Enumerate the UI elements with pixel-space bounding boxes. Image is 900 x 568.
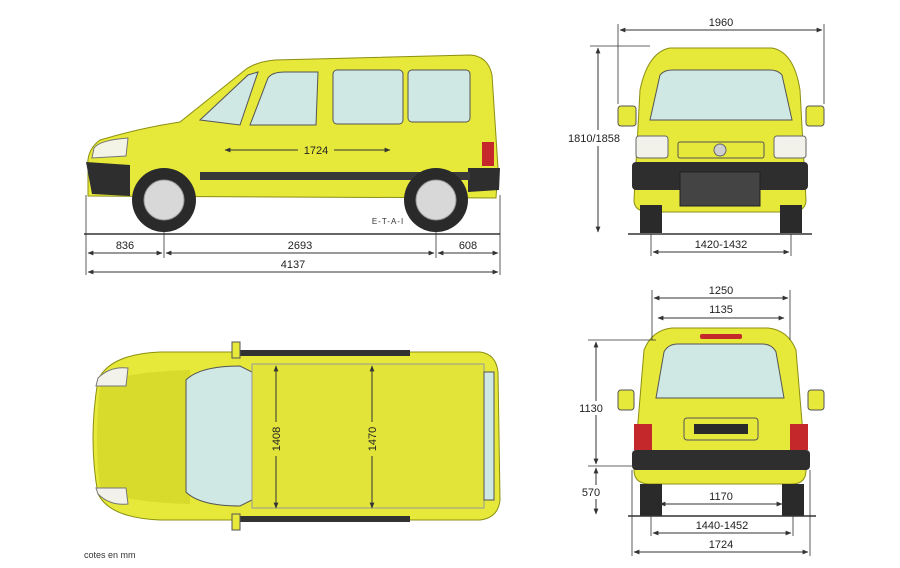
rear-body-width: 1724 <box>709 539 733 551</box>
front-tire-left <box>640 205 662 233</box>
rear-plate <box>694 424 748 434</box>
side-view: 1724 E-T-A-I 836 2693 608 4137 <box>84 54 501 275</box>
side-rear-window <box>407 69 471 123</box>
etai-mark: E-T-A-I <box>372 217 404 226</box>
top-rear-window <box>483 371 495 501</box>
rear-tire-right <box>782 484 804 516</box>
front-view: 1960 1810/1858 1420-1432 <box>560 17 825 256</box>
front-lion-badge <box>713 143 727 157</box>
rear-mirror-left <box>617 389 635 411</box>
top-width-rear: 1470 <box>367 427 379 451</box>
front-track: 1420-1432 <box>695 239 748 251</box>
rear-opening-height-bg <box>572 401 612 415</box>
top-headlight-bottom <box>95 487 129 505</box>
side-front-overhang: 836 <box>116 240 134 252</box>
rear-top-width: 1250 <box>709 285 733 297</box>
front-height: 1810/1858 <box>568 133 620 145</box>
rear-tire-left <box>640 484 662 516</box>
top-mirror-top <box>231 341 241 359</box>
rear-track: 1440-1452 <box>696 520 749 532</box>
side-interior-length: 1724 <box>304 145 328 157</box>
top-width-rear-bg <box>364 422 380 456</box>
front-air-intake <box>679 171 761 207</box>
side-rear-overhang: 608 <box>459 240 477 252</box>
front-tire-right <box>780 205 802 233</box>
rear-taillight-left <box>634 424 652 450</box>
rear-floor-width: 1170 <box>709 491 733 503</box>
top-mirror-bottom <box>231 513 241 531</box>
rear-sill-height: 570 <box>582 487 600 499</box>
side-rear-bumper <box>468 168 500 192</box>
side-rub-strip <box>200 172 470 180</box>
top-roof-rail-top <box>240 350 410 356</box>
side-headlight <box>91 137 129 159</box>
front-height-bg <box>560 130 628 146</box>
rear-opening-height: 1130 <box>579 403 603 415</box>
front-mirror-right <box>805 105 825 127</box>
rear-bumper <box>632 450 810 470</box>
front-headlight-right <box>773 135 807 159</box>
top-roof-rail-bottom <box>240 516 410 522</box>
rear-window <box>655 343 785 399</box>
top-width-front: 1408 <box>271 427 283 451</box>
top-windshield <box>185 365 253 507</box>
side-front-rim <box>143 179 185 221</box>
front-windshield <box>649 69 793 121</box>
top-view: 1408 1470 <box>92 341 501 531</box>
side-overall-length: 4137 <box>281 259 305 271</box>
rear-sill-height-bg <box>576 485 610 499</box>
side-taillight <box>482 142 494 166</box>
top-headlight-top <box>95 367 129 387</box>
side-interior-dim-bg <box>298 143 334 157</box>
side-windshield <box>198 71 259 126</box>
rear-view: 1250 1135 1130 570 1170 1440-1452 1724 <box>572 285 825 556</box>
top-width-front-bg <box>268 422 284 456</box>
side-front-window <box>249 71 319 126</box>
front-mirror-left <box>617 105 637 127</box>
units-note: cotes en mm <box>84 550 136 560</box>
side-mid-window <box>332 69 404 125</box>
rear-opening-width: 1135 <box>709 304 733 316</box>
side-wheelbase: 2693 <box>288 240 312 252</box>
side-rear-rim <box>415 179 457 221</box>
rear-taillight-right <box>790 424 808 450</box>
rear-mirror-right <box>807 389 825 411</box>
front-mirror-width: 1960 <box>709 17 733 29</box>
front-headlight-left <box>635 135 669 159</box>
top-hood-shade <box>97 370 190 504</box>
rear-brake-light <box>700 334 742 339</box>
side-bumper <box>86 162 130 196</box>
